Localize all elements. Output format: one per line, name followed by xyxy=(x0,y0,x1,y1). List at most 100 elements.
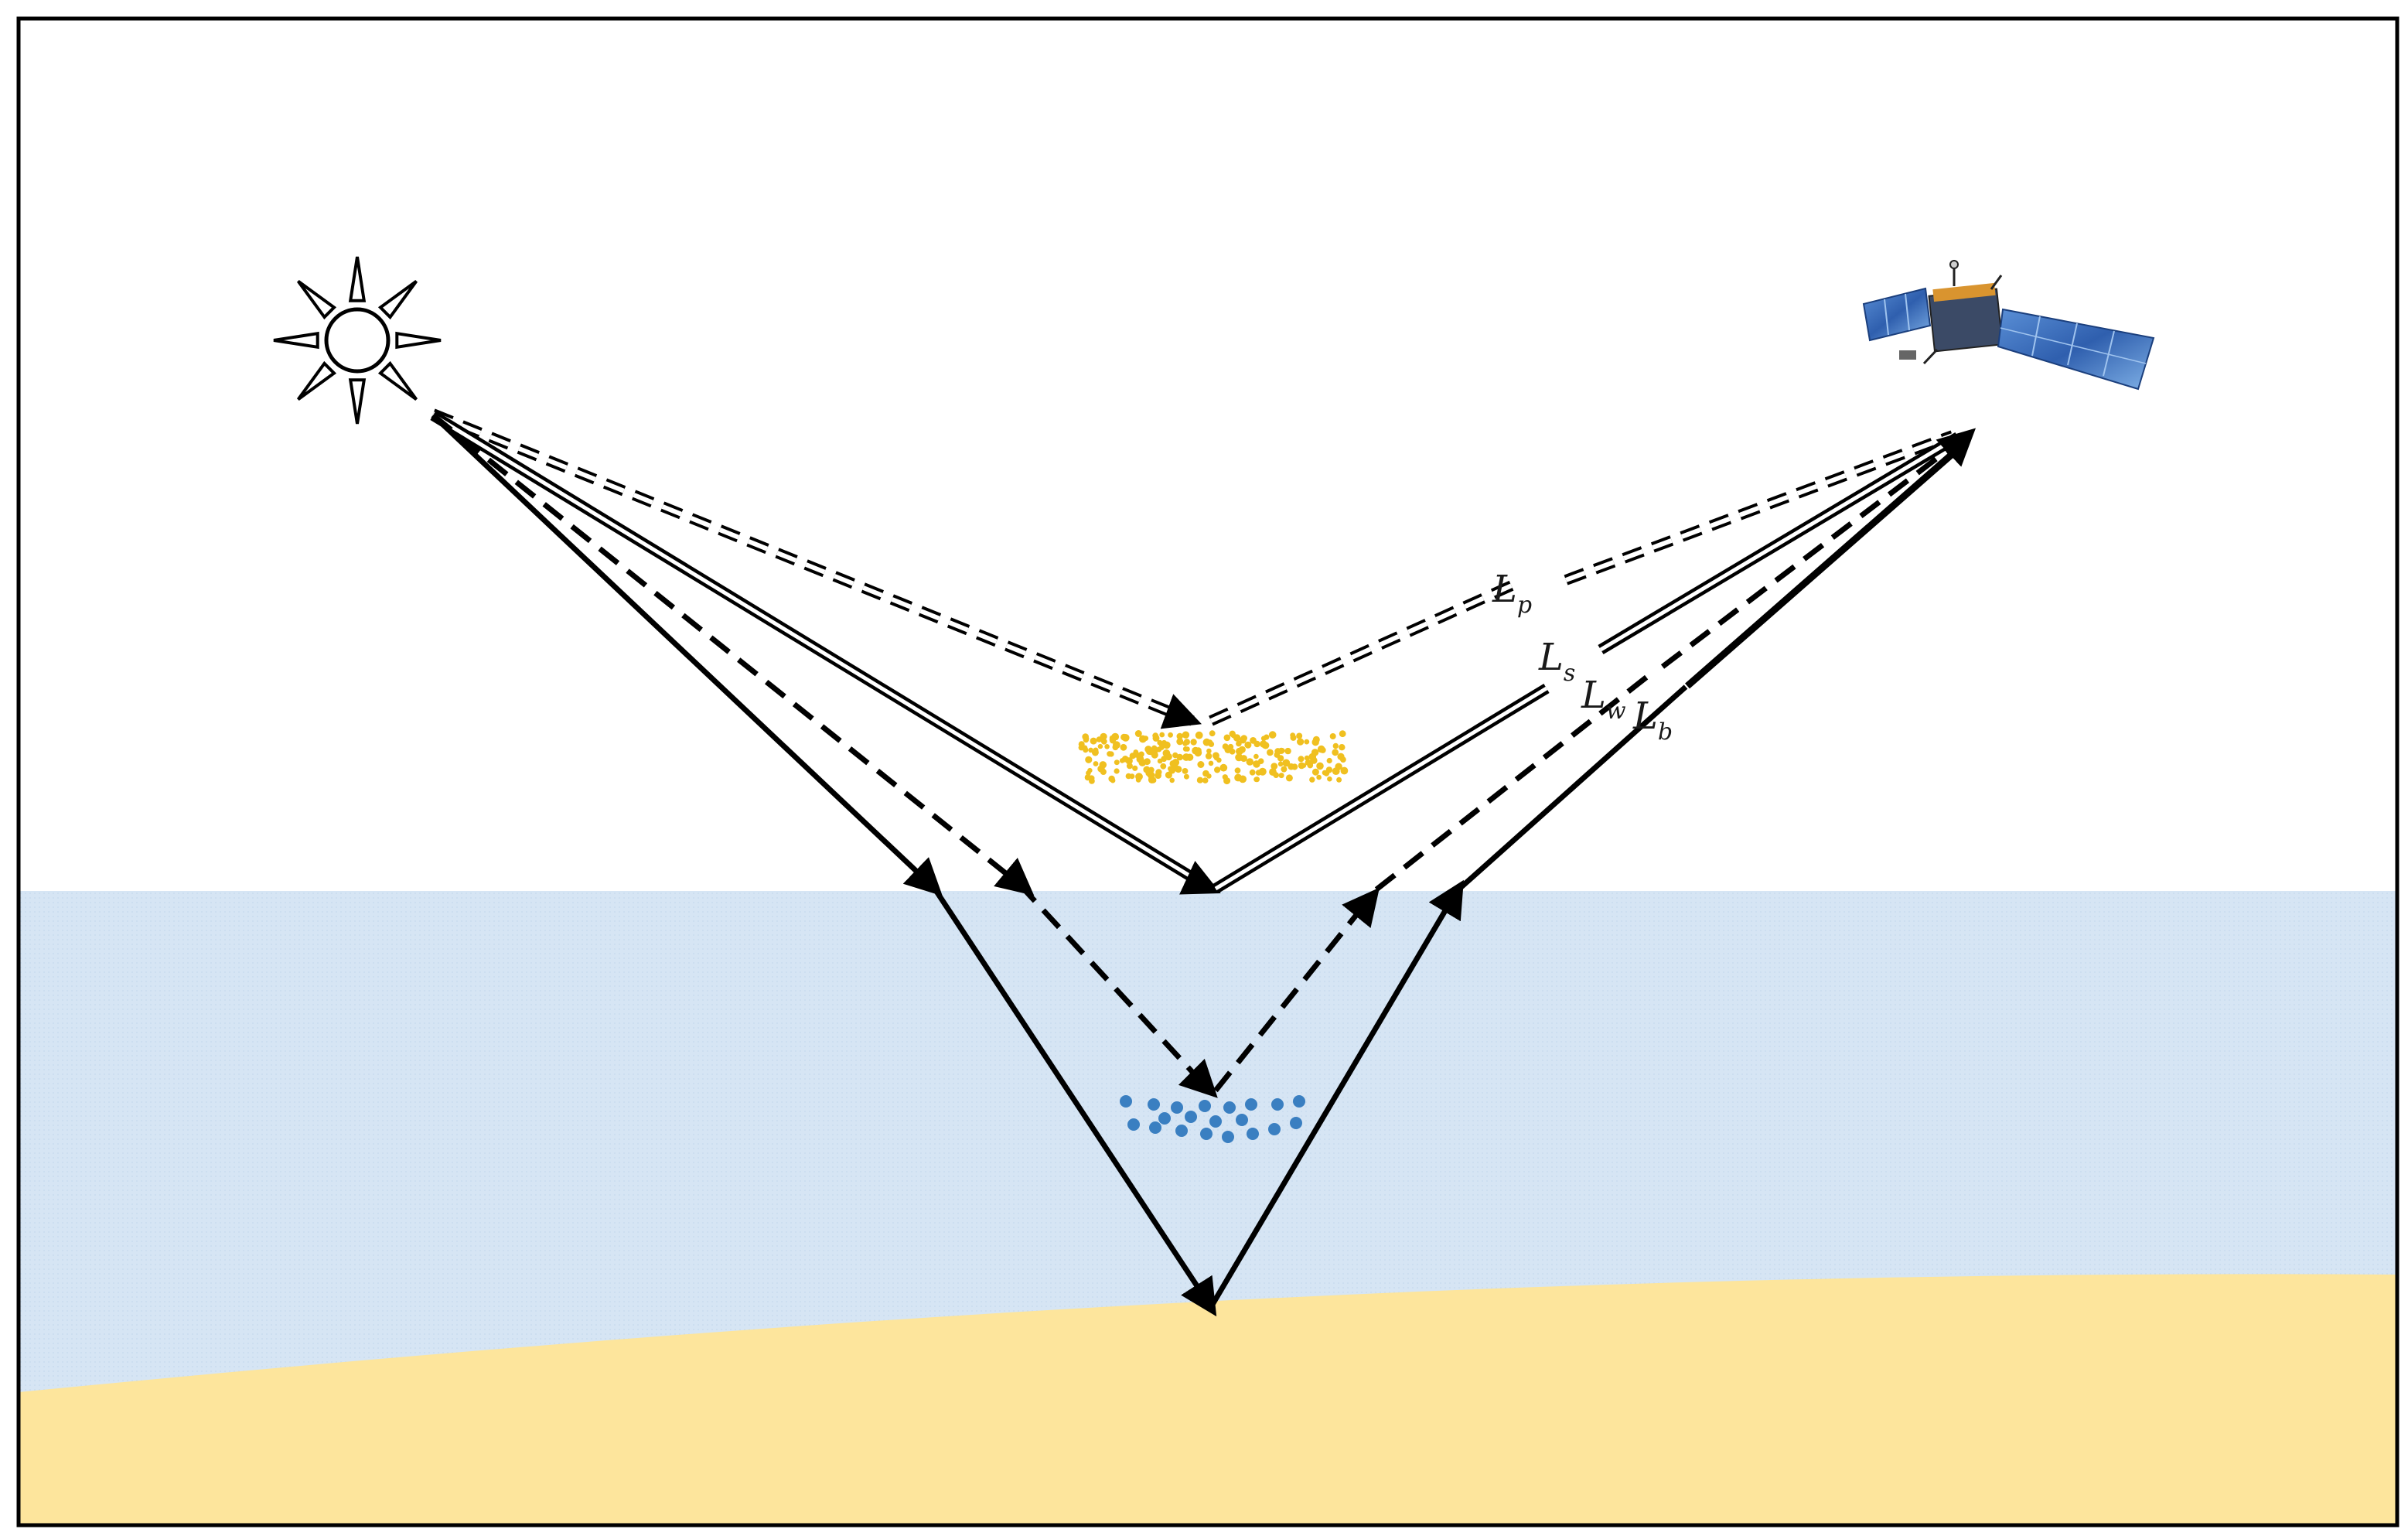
aerosol-particle xyxy=(1096,736,1103,742)
label-surface-radiance-main: L xyxy=(1538,636,1564,679)
sun-ray xyxy=(377,360,418,401)
water-particles xyxy=(1120,1095,1305,1143)
aerosol-particle xyxy=(1339,730,1346,738)
aerosol-particle xyxy=(1281,766,1288,773)
aerosol-particle xyxy=(1087,767,1093,773)
aerosol-particle xyxy=(1108,775,1115,783)
aerosol-particle xyxy=(1304,739,1310,745)
aerosol-particle xyxy=(1284,747,1291,755)
water-particle xyxy=(1209,1115,1222,1128)
label-bottom-radiance-main: L xyxy=(1632,695,1658,738)
water-particle xyxy=(1222,1131,1234,1143)
aerosol-particle xyxy=(1310,756,1318,764)
aerosol-particle xyxy=(1223,734,1231,742)
aerosol-particle xyxy=(1114,759,1120,766)
aerosol-particle xyxy=(1268,731,1277,739)
aerosol-particle xyxy=(1336,777,1342,783)
aerosol-particle xyxy=(1325,766,1333,773)
aerosol-particle xyxy=(1326,757,1332,764)
aerosol-particle xyxy=(1227,743,1234,750)
aerosol-particle xyxy=(1304,755,1310,761)
water-particle xyxy=(1200,1128,1213,1140)
aerosol-particle xyxy=(1340,756,1346,763)
aerosol-particle xyxy=(1195,747,1202,754)
aerosol-particle xyxy=(1182,753,1190,761)
aerosol-particle xyxy=(1085,756,1093,763)
aerosol-particle xyxy=(1234,773,1242,781)
aerosol-particle xyxy=(1084,774,1091,781)
aerosol-particle xyxy=(1277,747,1285,755)
aerosol-particle xyxy=(1309,777,1315,783)
label-path-radiance-main: L xyxy=(1492,568,1517,611)
label-surface-radiance: Ls xyxy=(1538,636,1575,687)
aerosol-particle xyxy=(1267,749,1274,756)
aerosol-particle xyxy=(1133,749,1139,755)
aerosol-particle xyxy=(1157,758,1163,764)
aerosol-particle xyxy=(1160,763,1167,770)
aerosol-particle xyxy=(1253,760,1260,768)
water-leaving-radiance-ray xyxy=(431,413,1970,1098)
aerosol-particle xyxy=(1091,749,1099,756)
aerosol-particle xyxy=(1311,749,1319,756)
aerosol-particle xyxy=(1316,762,1324,770)
aerosol-particle xyxy=(1082,733,1089,740)
sun-ray xyxy=(296,279,337,320)
aerosol-particle xyxy=(1143,736,1149,741)
label-water-leaving-radiance-main: L xyxy=(1581,674,1606,717)
aerosol-particle xyxy=(1253,777,1259,783)
water-particle xyxy=(1268,1123,1281,1135)
aerosol-particle xyxy=(1208,760,1214,766)
label-water-leaving-radiance: Lw xyxy=(1581,674,1626,725)
aerosol-particle xyxy=(1229,730,1236,737)
aerosol-particle xyxy=(1322,770,1328,776)
water-particle xyxy=(1175,1125,1188,1137)
aerosol-particle xyxy=(1176,753,1184,761)
water-particle xyxy=(1236,1114,1248,1126)
aerosol-particle xyxy=(1260,736,1267,742)
label-path-radiance: Lp xyxy=(1492,568,1532,619)
aerosol-particle xyxy=(1212,752,1219,759)
aerosol-particle xyxy=(1335,763,1342,770)
aerosol-particle xyxy=(1282,759,1291,767)
aerosol-particle xyxy=(1176,732,1183,740)
sun-ray xyxy=(348,378,367,425)
aerosol-particle xyxy=(1168,766,1173,772)
water-particle xyxy=(1290,1117,1302,1129)
aerosol-particle xyxy=(1162,749,1171,757)
water-particle xyxy=(1245,1098,1257,1111)
aerosol-particle xyxy=(1339,744,1346,751)
aerosol-particle xyxy=(1298,756,1305,763)
aerosol-particle xyxy=(1182,768,1189,774)
aerosol-particle xyxy=(1183,773,1189,780)
aerosol-particle xyxy=(1113,741,1120,749)
aerosol-particle xyxy=(1182,731,1190,739)
aerosol-particle xyxy=(1332,749,1339,756)
aerosol-particle xyxy=(1093,761,1099,766)
aerosol-particle xyxy=(1277,761,1284,767)
water-particle xyxy=(1149,1121,1161,1134)
aerosol-particle xyxy=(1202,770,1209,777)
aerosol-particle xyxy=(1134,730,1142,737)
aerosol-particle xyxy=(1169,777,1175,783)
aerosol-particle xyxy=(1240,755,1247,763)
aerosol-particle xyxy=(1253,753,1259,759)
aerosol-particle xyxy=(1219,763,1228,772)
aerosol-particle xyxy=(1143,766,1151,773)
aerosol-particle xyxy=(1233,734,1241,742)
aerosol-particle xyxy=(1083,747,1089,753)
water-particle xyxy=(1185,1111,1197,1123)
water-particle xyxy=(1271,1098,1284,1111)
aerosol-particle xyxy=(1205,753,1213,759)
aerosol-particle xyxy=(1120,743,1127,751)
surface-radiance-ray xyxy=(430,411,1961,895)
aerosol-particle xyxy=(1172,752,1178,759)
aerosol-particle xyxy=(1236,747,1243,756)
aerosol-particle xyxy=(1329,733,1336,739)
sun-ray xyxy=(377,279,418,320)
aerosol-particle xyxy=(1223,777,1231,785)
aerosol-particle xyxy=(1135,777,1141,783)
aerosol-particles xyxy=(1078,730,1349,785)
satellite-icon xyxy=(1862,260,2155,391)
aerosol-particle xyxy=(1234,767,1241,774)
